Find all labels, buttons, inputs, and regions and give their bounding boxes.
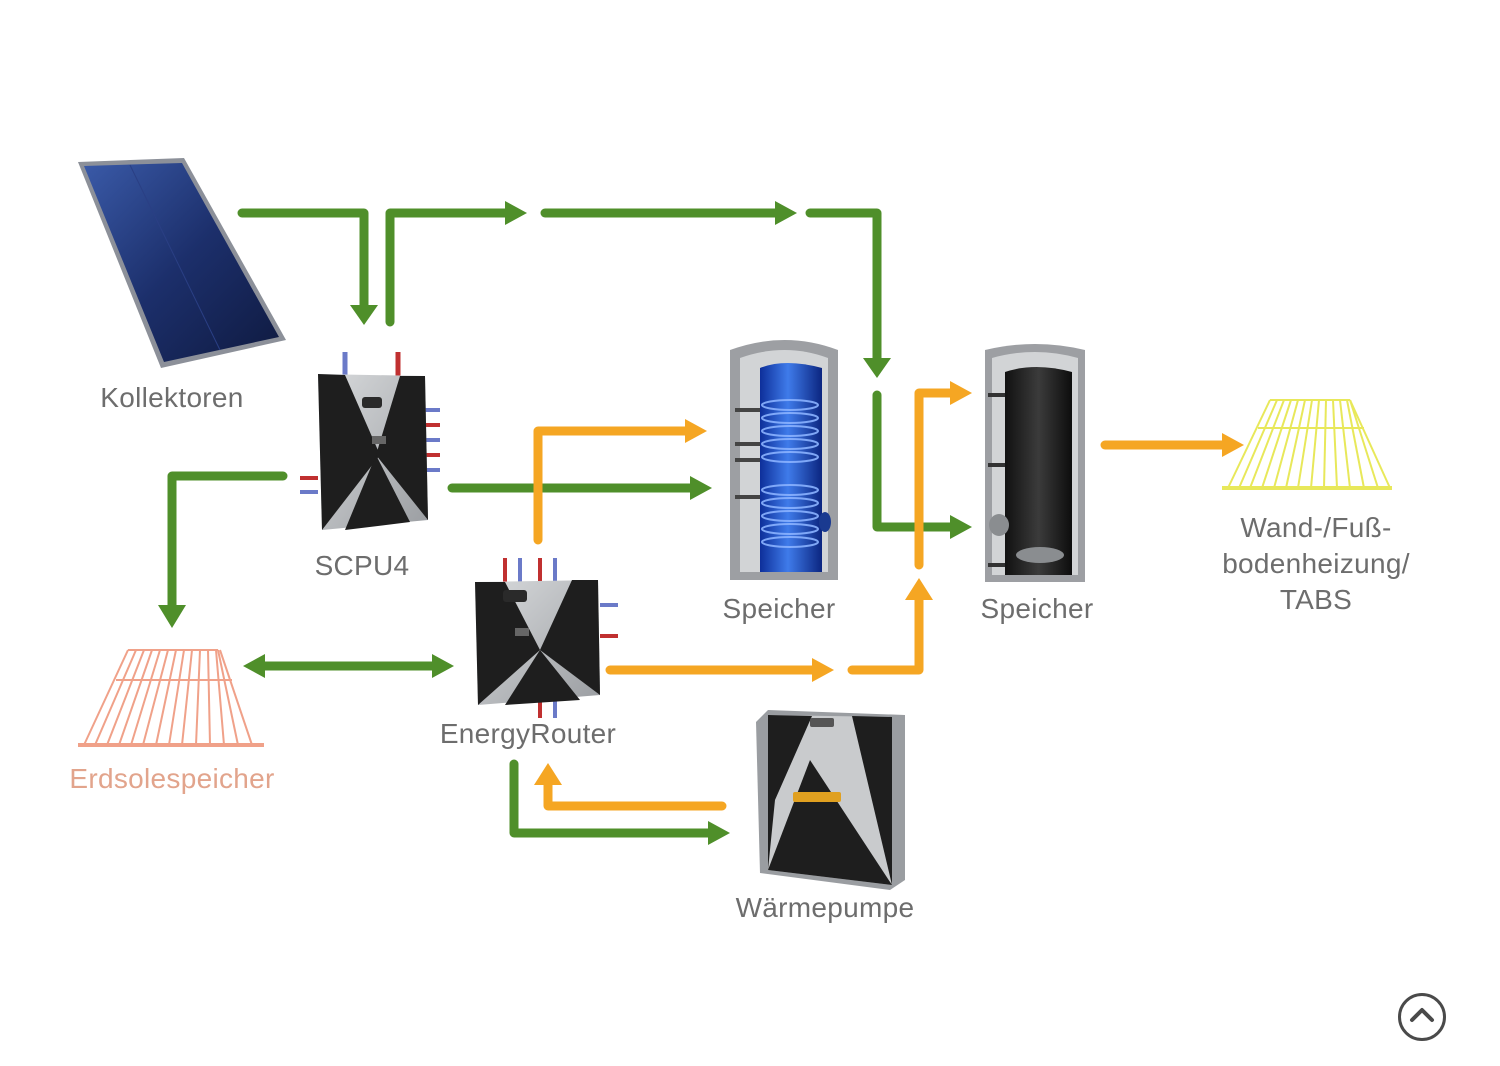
chevron-up-icon <box>1410 1008 1434 1022</box>
label-energy-router: EnergyRouter <box>439 718 617 749</box>
label-storage-2: Speicher <box>980 593 1094 624</box>
label-scpu4: SCPU4 <box>314 550 410 581</box>
scroll-to-top-button[interactable] <box>1398 993 1446 1041</box>
flow-scpu4-to-ground <box>167 471 288 610</box>
floor-heating-grid-icon <box>1222 399 1392 490</box>
orange-flow-lines <box>533 388 1227 811</box>
flow-energyrouter-to-storage1 <box>533 426 690 545</box>
buffer-storage-tank-icon <box>985 344 1085 582</box>
solar-collector-icon <box>78 158 286 368</box>
flow-scpu4-up-right <box>385 208 510 327</box>
label-ground-storage: Erdsolespeicher <box>69 763 275 794</box>
flow-up-to-storage2 <box>847 595 924 675</box>
green-flow-lines <box>167 208 955 838</box>
flow-to-storage2-upper <box>914 388 955 570</box>
scpu4-unit-icon <box>300 352 440 530</box>
green-arrowheads <box>158 201 972 845</box>
energy-router-unit-icon <box>475 558 618 718</box>
label-heat-pump: Wärmepumpe <box>735 892 915 923</box>
coil-storage-tank-icon <box>730 340 838 580</box>
flow-down-to-storage2 <box>805 208 882 363</box>
flow-collector-to-scpu4 <box>237 208 369 310</box>
flow-heatpump-to-energyrouter <box>543 780 727 811</box>
orange-arrowheads <box>534 381 1244 785</box>
flow-energyrouter-to-heatpump <box>509 759 713 838</box>
label-collectors: Kollektoren <box>100 382 244 413</box>
heat-pump-icon <box>756 710 905 890</box>
label-storage-1: Speicher <box>722 593 836 624</box>
flow-to-storage2-lower <box>872 390 955 532</box>
ground-coil-icon <box>78 649 264 747</box>
label-floor-heating: Wand-/Fuß- bodenheizung/ TABS <box>1222 512 1410 615</box>
